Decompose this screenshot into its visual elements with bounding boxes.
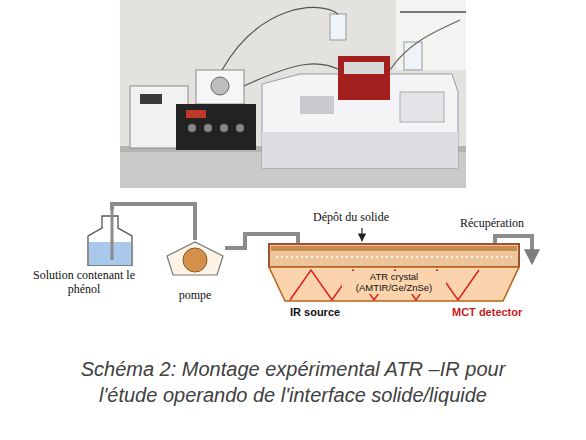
deposit-label: Dépôt du solide [313,210,389,225]
caption: Schéma 2: Montage expérimental ATR –IR p… [53,356,533,408]
outlet-label: Récupération [460,216,524,231]
node-label: ATR crystal (AMTIR/Ge/ZnSe) [342,271,446,294]
detector-label: MCT detector [452,306,522,318]
source-label: IR source [290,306,340,318]
solution-flask: Solution contenant le phénol [28,210,140,297]
pump-shape [165,240,225,276]
node-label: Solution contenant le phénol [28,268,140,297]
atr-cell: ATR crystal (AMTIR/Ge/ZnSe) [268,243,520,303]
lab-photo [120,0,466,188]
node-label: pompe [165,288,225,302]
pump: pompe [165,240,225,302]
solution-flask-shape [28,210,140,266]
leader-arrow [361,228,362,241]
